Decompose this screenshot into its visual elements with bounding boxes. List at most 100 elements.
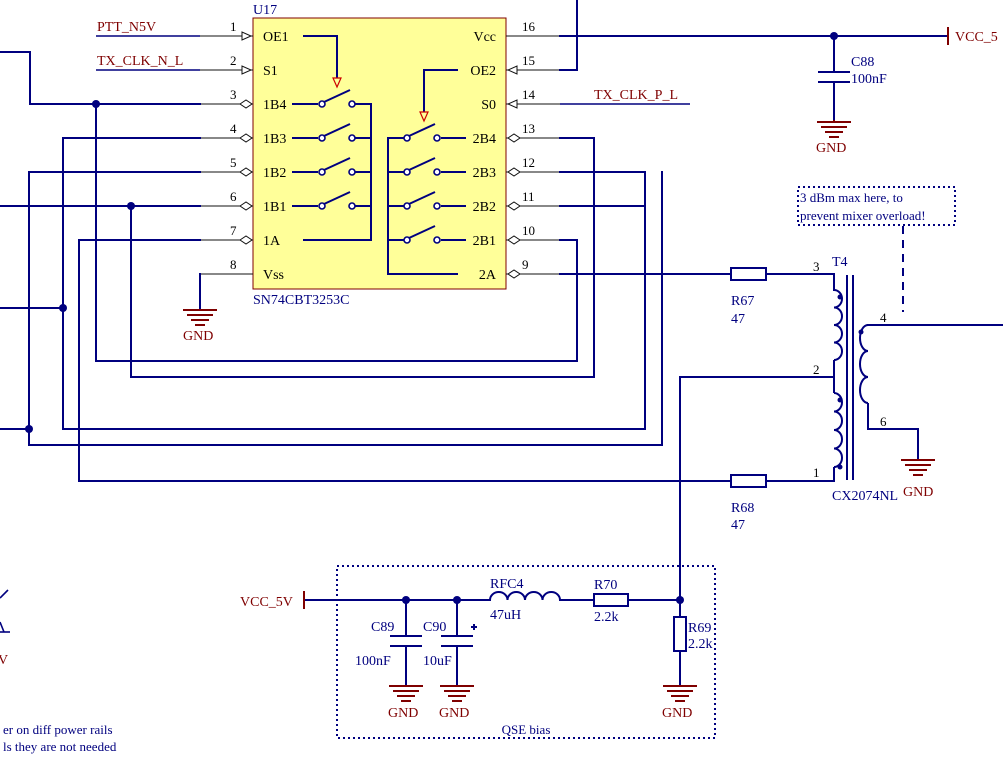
c90-ref: C90 <box>423 620 446 635</box>
pin-name: S0 <box>481 98 496 113</box>
pin-number: 11 <box>522 189 535 204</box>
pin-number: 14 <box>522 87 536 102</box>
pin-name: 2A <box>479 268 497 283</box>
pin-number: 13 <box>522 121 535 136</box>
gnd-symbol-r69 <box>663 685 697 702</box>
u17-right-pins <box>506 35 560 279</box>
resistor-r67 <box>730 267 767 281</box>
pin-name: S1 <box>263 64 278 79</box>
left-edge-partial-labels: V <box>0 589 10 668</box>
pin-number: 8 <box>230 257 237 272</box>
gnd-symbol-u17 <box>183 309 217 326</box>
gnd-label: GND <box>388 706 418 721</box>
pin-name: Vcc <box>473 30 496 45</box>
pin-number: 16 <box>522 19 536 34</box>
wiring <box>0 0 1003 685</box>
pin-number: 7 <box>230 223 237 238</box>
pin-name: OE1 <box>263 30 289 45</box>
pin-number: 15 <box>522 53 535 68</box>
net-label-tx-clk-n-l: TX_CLK_N_L <box>97 54 183 69</box>
c90-value: 10uF <box>423 654 452 669</box>
t4-pin-number: 6 <box>880 414 887 429</box>
mixer-note-line1: 3 dBm max here, to <box>800 190 903 205</box>
pin-name: 1B2 <box>263 166 286 181</box>
net-label-vcc-5v: VCC_5V <box>240 595 293 610</box>
c89-value: 100nF <box>355 654 391 669</box>
t4-pin-number: 2 <box>813 362 820 377</box>
u17-left-pin-numbers: 1 2 3 4 5 6 7 8 <box>230 19 237 272</box>
junction-dots <box>25 32 838 604</box>
u17-left-pins <box>200 31 253 275</box>
r68-ref: R68 <box>731 501 754 516</box>
pin-number: 2 <box>230 53 237 68</box>
resistor-r68 <box>730 474 767 488</box>
pin-name: 2B3 <box>473 166 496 181</box>
inductor-rfc4 <box>489 591 561 601</box>
left-note-line2: ls they are not needed <box>3 739 117 754</box>
u17-body <box>252 17 507 290</box>
net-label-vcc-5: VCC_5 <box>955 30 998 45</box>
rfc4-value: 47uH <box>490 608 521 623</box>
gnd-label: GND <box>816 141 846 156</box>
gnd-label: GND <box>183 329 213 344</box>
pin-name: 2B2 <box>473 200 496 215</box>
t4-pin-number: 3 <box>813 259 820 274</box>
u17-part-number: SN74CBT3253C <box>253 293 349 308</box>
mixer-note-line2: prevent mixer overload! <box>800 208 926 223</box>
pin-number: 5 <box>230 155 237 170</box>
r69-ref: R69 <box>688 621 711 636</box>
pin-number: 12 <box>522 155 535 170</box>
capacitor-c89 <box>389 635 423 702</box>
resistor-r69 <box>673 616 687 652</box>
pin-name: 1A <box>263 234 281 249</box>
r70-value: 2.2k <box>594 610 619 625</box>
t4-part-number: CX2074NL <box>832 489 898 504</box>
pin-number: 3 <box>230 87 237 102</box>
c89-ref: C89 <box>371 620 394 635</box>
net-label-tx-clk-p-l: TX_CLK_P_L <box>594 88 678 103</box>
pin-number: 1 <box>230 19 237 34</box>
u17-internal-switches-1 <box>292 35 372 241</box>
gnd-symbol-t4 <box>901 459 935 476</box>
pin-number: 6 <box>230 189 237 204</box>
gnd-label: GND <box>903 485 933 500</box>
pin-name: 1B4 <box>263 98 286 113</box>
resistor-r70 <box>593 593 629 607</box>
capacitor-c88 <box>817 71 851 138</box>
left-note-line1: er on diff power rails <box>3 722 113 737</box>
u17-right-pin-numbers: 16 15 14 13 12 11 10 9 <box>522 19 536 272</box>
u17-right-pin-names: Vcc OE2 S0 2B4 2B3 2B2 2B1 2A <box>470 30 497 283</box>
gnd-label: GND <box>662 706 692 721</box>
pin-number: 10 <box>522 223 535 238</box>
left-edge-fragment: V <box>0 653 8 668</box>
pin-name: Vss <box>263 268 284 283</box>
pin-number: 9 <box>522 257 529 272</box>
pin-name: 1B1 <box>263 200 286 215</box>
c88-ref: C88 <box>851 55 874 70</box>
transformer-t4 <box>833 275 869 480</box>
gnd-label: GND <box>439 706 469 721</box>
net-label-ptt-n5v: PTT_N5V <box>97 20 156 35</box>
u17-designator: U17 <box>253 3 277 18</box>
mixer-note-box <box>797 186 956 226</box>
pin-name: 2B1 <box>473 234 496 249</box>
r70-ref: R70 <box>594 578 617 593</box>
pin-number: 4 <box>230 121 237 136</box>
r67-ref: R67 <box>731 294 754 309</box>
t4-pin-number: 4 <box>880 310 887 325</box>
t4-ref: T4 <box>832 255 848 270</box>
c88-value: 100nF <box>851 72 887 87</box>
u17-left-pin-names: OE1 S1 1B4 1B3 1B2 1B1 1A Vss <box>263 30 289 283</box>
pin-name: 1B3 <box>263 132 286 147</box>
r68-value: 47 <box>731 518 745 533</box>
r67-value: 47 <box>731 312 745 327</box>
u17-internal-switches-2 <box>387 69 466 275</box>
t4-pin-number: 1 <box>813 465 820 480</box>
capacitor-c90 <box>440 624 477 702</box>
rfc4-ref: RFC4 <box>490 577 523 592</box>
pin-name: OE2 <box>470 64 496 79</box>
pin-name: 2B4 <box>473 132 496 147</box>
qse-bias-label: QSE bias <box>502 722 551 737</box>
r69-value: 2.2k <box>688 637 713 652</box>
